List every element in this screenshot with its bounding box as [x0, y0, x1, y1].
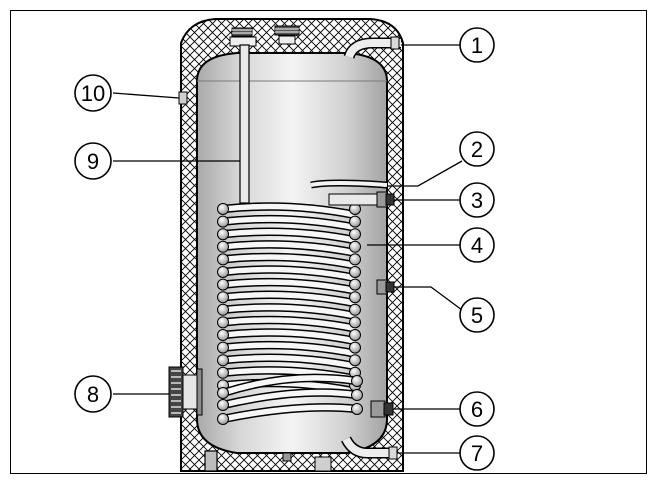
coil-turn-right: [349, 341, 361, 354]
coil-turn: [217, 413, 229, 425]
coil-turn-left: [217, 228, 229, 241]
callout-4: 4: [459, 227, 495, 263]
coil-tube: [222, 304, 356, 319]
callout-5: 5: [459, 297, 495, 333]
heat-exchanger-coil: [217, 202, 363, 425]
coil-tube: [222, 279, 356, 294]
coil-turn-right: [349, 278, 361, 291]
callout-7: 7: [459, 435, 495, 471]
circulation-connection: [376, 279, 395, 295]
coil-turn-left: [217, 303, 229, 316]
svg-text:6: 6: [471, 397, 483, 422]
support-foot-right: [314, 456, 332, 472]
coil-turn-right: [349, 316, 361, 329]
coil-tube: [222, 317, 356, 332]
coil-tube: [222, 216, 356, 231]
coil-turn-right: [349, 228, 361, 241]
coil-tube: [222, 342, 356, 357]
svg-text:1: 1: [471, 33, 483, 58]
coil-tube: [222, 404, 358, 422]
coil-turn-left: [217, 253, 229, 266]
coil-turn-left: [217, 266, 229, 278]
coil-turn-right: [349, 354, 361, 367]
inspection-flange: [168, 366, 203, 418]
coil-tube: [222, 241, 356, 256]
coil-tube: [222, 389, 358, 408]
immersion-sleeve: [239, 44, 250, 204]
svg-text:3: 3: [471, 188, 483, 213]
coil-tube: [222, 229, 356, 243]
coil-tube: [222, 203, 356, 218]
callout-3: 3: [459, 182, 495, 218]
coil-turn-right: [349, 291, 361, 304]
coil-tube: [222, 375, 358, 396]
coil-turn: [351, 375, 363, 387]
svg-text:10: 10: [81, 81, 105, 106]
coil-turn-left: [217, 316, 229, 329]
svg-text:7: 7: [471, 441, 483, 466]
coil-turn-right: [349, 266, 361, 278]
svg-text:8: 8: [87, 382, 99, 407]
coil-turn-left: [217, 354, 229, 367]
coil-turn-right: [349, 303, 361, 316]
callout-8: 8: [74, 375, 112, 413]
coil-tube: [222, 355, 356, 369]
cold-water-inlet: [341, 436, 398, 460]
coil-turn-left: [217, 240, 229, 253]
support-foot-left: [204, 450, 218, 472]
temperature-sensor: [310, 179, 388, 189]
coil-turn-left: [217, 215, 229, 228]
coil-tube: [222, 292, 356, 306]
storage-tank-diagram: 1 2 3 4 5 6 7 8 9 10 0010025001-001: [74, 18, 495, 472]
coil-turn-left: [217, 329, 229, 341]
drain-fitting: [282, 452, 292, 462]
top-fittings: [229, 25, 300, 47]
heating-return-connection: [370, 400, 394, 418]
svg-text:4: 4: [471, 233, 483, 258]
coil-turn-right: [349, 253, 361, 266]
leader-lines: [112, 44, 463, 454]
callout-10: 10: [74, 74, 112, 112]
svg-text:9: 9: [87, 149, 99, 174]
coil-turn: [351, 389, 363, 401]
coil-turn-right: [349, 329, 361, 341]
coil-turn: [217, 399, 229, 411]
callout-6: 6: [459, 391, 495, 427]
svg-text:5: 5: [471, 303, 483, 328]
coil-turn: [351, 403, 363, 415]
callout-1: 1: [459, 27, 495, 63]
coil-turn-left: [217, 291, 229, 304]
coil-turn-right: [349, 240, 361, 253]
thermometer-connection: [178, 91, 188, 105]
coil-tube: [222, 329, 356, 344]
coil-turn-left: [217, 366, 229, 379]
coil-tube: [222, 254, 356, 269]
coil-tube: [222, 266, 356, 281]
hot-water-outlet: [343, 36, 401, 59]
coil-turn-right: [349, 215, 361, 228]
heating-flow-connection: [328, 191, 395, 208]
coil-turn-left: [217, 278, 229, 291]
coil-turn: [217, 387, 229, 399]
callout-2: 2: [459, 131, 495, 167]
diagram-frame: 1 2 3 4 5 6 7 8 9 10 0010025001-001: [10, 10, 647, 474]
svg-text:2: 2: [471, 137, 483, 162]
callout-9: 9: [74, 142, 112, 180]
coil-turn-left: [217, 341, 229, 354]
coil-turn-left: [217, 203, 229, 215]
